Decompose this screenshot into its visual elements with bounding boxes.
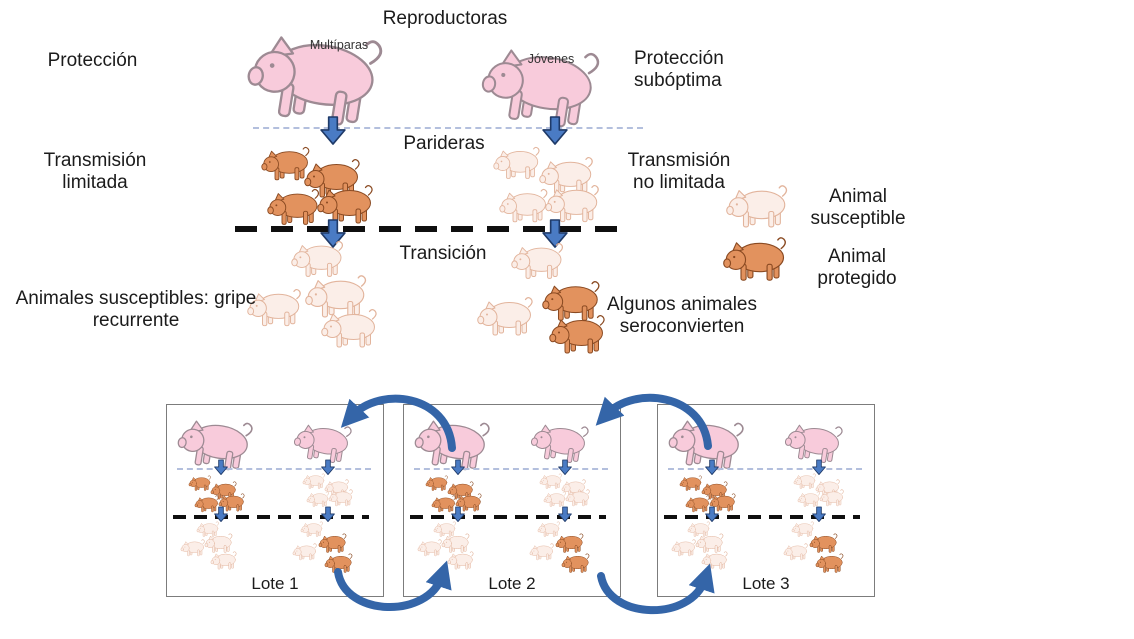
- piglet-susceptible-icon: [306, 491, 329, 507]
- down-arrow-icon: [321, 506, 335, 523]
- label-parideras: Parideras: [403, 133, 485, 154]
- piglet-susceptible-icon: [545, 184, 599, 223]
- piglet-protected-icon: [267, 188, 320, 225]
- pig-susceptible-icon: [210, 551, 237, 570]
- batch-box: Lote 3: [657, 404, 875, 597]
- pig-protected-icon: [809, 533, 838, 553]
- transition-dashed-line: [664, 515, 860, 519]
- pig-susceptible-icon: [292, 543, 317, 561]
- legend-protected-pig-icon: [723, 237, 786, 281]
- pig-susceptible-icon: [447, 551, 474, 570]
- label-transmision-limitada: Transmisión limitada: [43, 150, 147, 194]
- pig-protected-icon: [561, 553, 590, 573]
- legend-protected-label: Animal protegido: [817, 246, 897, 290]
- batch-box: Lote 1: [166, 404, 384, 597]
- batch-label: Lote 1: [251, 574, 299, 593]
- piglet-protected-icon: [679, 475, 702, 491]
- label-transmision-no-limitada: Transmisión no limitada: [627, 150, 731, 194]
- legend-susceptible-pig-icon: [726, 185, 788, 228]
- pig-protected-icon: [318, 533, 347, 553]
- pig-susceptible-icon: [441, 533, 470, 553]
- piglet-protected-icon: [317, 184, 373, 224]
- piglet-susceptible-icon: [499, 188, 548, 223]
- down-arrow-icon: [451, 506, 465, 523]
- down-arrow-icon: [214, 459, 228, 476]
- down-arrow-icon: [320, 116, 346, 145]
- down-arrow-icon: [812, 506, 826, 523]
- transition-dashed-line: [235, 226, 627, 232]
- farrowing-dashed-line: [253, 127, 643, 129]
- pig-susceptible-icon: [417, 539, 442, 557]
- down-arrow-icon: [542, 116, 568, 145]
- pig-susceptible-icon: [477, 296, 533, 336]
- pig-protected-icon: [815, 553, 844, 573]
- pig-susceptible-icon: [321, 308, 377, 348]
- down-arrow-icon: [705, 459, 719, 476]
- batch-label: Lote 2: [488, 574, 536, 593]
- batch-label: Lote 3: [742, 574, 790, 593]
- piglet-susceptible-icon: [539, 473, 562, 489]
- pig-susceptible-icon: [671, 539, 696, 557]
- pig-susceptible-icon: [511, 242, 564, 279]
- transition-dashed-line: [410, 515, 606, 519]
- down-arrow-icon: [451, 459, 465, 476]
- pig-susceptible-icon: [695, 533, 724, 553]
- down-arrow-icon: [558, 506, 572, 523]
- piglet-susceptible-icon: [543, 491, 566, 507]
- piglet-susceptible-icon: [797, 491, 820, 507]
- label-animales-susceptibles: Animales susceptibles: gripe recurrente: [15, 288, 257, 332]
- transition-dashed-line: [173, 515, 369, 519]
- pig-susceptible-icon: [783, 543, 808, 561]
- down-arrow-icon: [705, 506, 719, 523]
- pig-susceptible-icon: [529, 543, 554, 561]
- title-reproductoras: Reproductoras: [382, 8, 508, 29]
- batch-box: Lote 2: [403, 404, 621, 597]
- piglet-susceptible-icon: [328, 489, 353, 507]
- pig-susceptible-icon: [701, 551, 728, 570]
- farrowing-dashed-line: [177, 468, 371, 470]
- piglet-susceptible-icon: [565, 489, 590, 507]
- pig-susceptible-icon: [291, 240, 344, 277]
- label-algunos-seroconvierten: Algunos animales seroconvierten: [607, 294, 757, 338]
- farrowing-dashed-line: [668, 468, 862, 470]
- piglet-susceptible-icon: [819, 489, 844, 507]
- label-proteccion-suboptima: Protección subóptima: [634, 48, 724, 92]
- legend-susceptible-label: Animal susceptible: [810, 186, 906, 230]
- piglet-susceptible-icon: [793, 473, 816, 489]
- label-proteccion: Protección: [47, 50, 138, 71]
- sow-jovenes-label: Jóvenes: [527, 52, 575, 66]
- down-arrow-icon: [214, 506, 228, 523]
- piglet-protected-icon: [425, 475, 448, 491]
- piglet-protected-icon: [188, 475, 211, 491]
- pig-protected-icon: [324, 553, 353, 573]
- pig-protected-icon: [555, 533, 584, 553]
- piglet-susceptible-icon: [302, 473, 325, 489]
- label-transicion: Transición: [399, 243, 487, 264]
- pig-susceptible-icon: [204, 533, 233, 553]
- sow-multiparas-label: Multíparas: [309, 38, 369, 52]
- farrowing-dashed-line: [414, 468, 608, 470]
- pig-susceptible-icon: [180, 539, 205, 557]
- piglet-susceptible-icon: [493, 146, 540, 180]
